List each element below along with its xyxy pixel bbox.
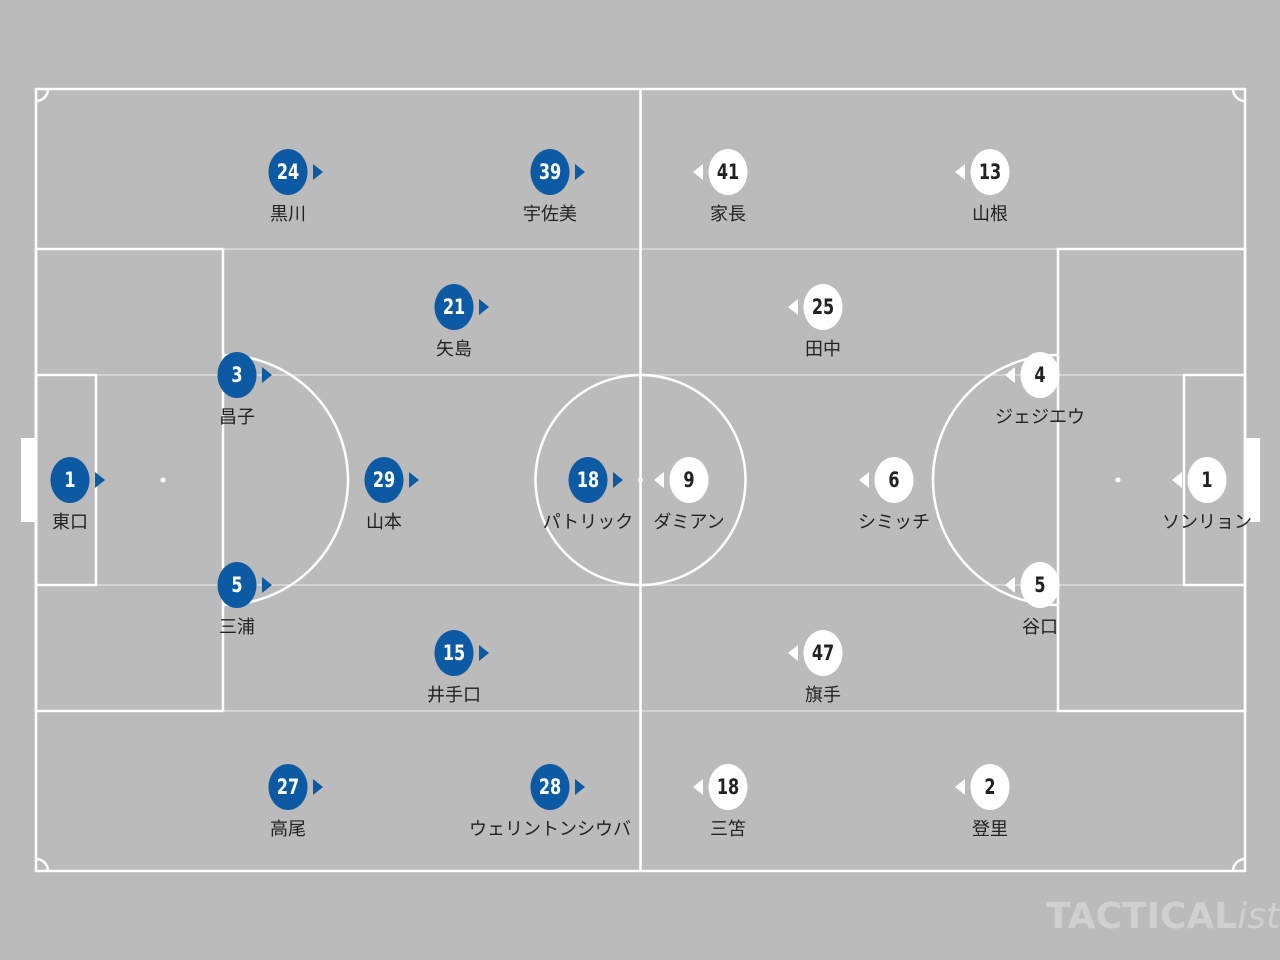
corner-arc-tr bbox=[1231, 88, 1246, 103]
player-name: 山根 bbox=[972, 204, 1008, 225]
direction-arrow-icon bbox=[654, 472, 664, 488]
player-number: 5 bbox=[217, 562, 257, 608]
left-goal bbox=[21, 438, 35, 522]
player-name: ウェリントンシウバ bbox=[469, 819, 631, 840]
player-number: 18 bbox=[568, 457, 608, 503]
player-number: 29 bbox=[364, 457, 404, 503]
direction-arrow-icon bbox=[788, 299, 798, 315]
direction-arrow-icon bbox=[788, 645, 798, 661]
player-number: 13 bbox=[970, 149, 1010, 195]
direction-arrow-icon bbox=[262, 367, 272, 383]
player-name: 井手口 bbox=[427, 685, 481, 706]
center-circle bbox=[534, 373, 747, 587]
player-number: 24 bbox=[268, 149, 308, 195]
pitch-marks bbox=[21, 438, 1260, 522]
direction-arrow-icon bbox=[313, 779, 323, 795]
player-name: 家長 bbox=[710, 204, 746, 225]
direction-arrow-icon bbox=[313, 164, 323, 180]
player-name: 矢島 bbox=[436, 339, 472, 360]
player-number: 21 bbox=[434, 284, 474, 330]
player-number: 41 bbox=[708, 149, 748, 195]
direction-arrow-icon bbox=[1005, 577, 1015, 593]
player-name: 宇佐美 bbox=[523, 204, 577, 225]
player-number: 47 bbox=[803, 630, 843, 676]
center-spot bbox=[638, 477, 643, 483]
watermark: TACTICALista bbox=[1046, 896, 1280, 937]
direction-arrow-icon bbox=[479, 645, 489, 661]
player-number: 28 bbox=[530, 764, 570, 810]
player-number: 25 bbox=[803, 284, 843, 330]
player-number: 1 bbox=[1187, 457, 1227, 503]
direction-arrow-icon bbox=[859, 472, 869, 488]
player-number: 4 bbox=[1020, 352, 1060, 398]
player-name: 登里 bbox=[972, 819, 1008, 840]
player-number: 5 bbox=[1020, 562, 1060, 608]
player-name: 黒川 bbox=[270, 204, 306, 225]
player-name: 山本 bbox=[366, 512, 402, 533]
corner-arc-br bbox=[1231, 857, 1246, 872]
corner-arc-tl bbox=[35, 88, 50, 103]
right-penalty-arc bbox=[931, 353, 1059, 607]
player-name: 旗手 bbox=[805, 685, 841, 706]
direction-arrow-icon bbox=[409, 472, 419, 488]
player-name: 高尾 bbox=[270, 819, 306, 840]
player-name: 田中 bbox=[805, 339, 841, 360]
corner-arc-bl bbox=[35, 857, 50, 872]
left-penalty-arc bbox=[222, 353, 350, 607]
player-number: 39 bbox=[530, 149, 570, 195]
player-number: 3 bbox=[217, 352, 257, 398]
right-goal-area bbox=[1182, 373, 1247, 587]
direction-arrow-icon bbox=[955, 164, 965, 180]
player-name: 谷口 bbox=[1022, 617, 1058, 638]
player-name: 三笘 bbox=[710, 819, 746, 840]
direction-arrow-icon bbox=[1172, 472, 1182, 488]
player-name: 三浦 bbox=[219, 617, 255, 638]
player-number: 1 bbox=[50, 457, 90, 503]
left-penalty-spot bbox=[160, 477, 166, 483]
direction-arrow-icon bbox=[479, 299, 489, 315]
direction-arrow-icon bbox=[693, 779, 703, 795]
player-name: パトリック bbox=[542, 512, 634, 533]
direction-arrow-icon bbox=[575, 164, 585, 180]
player-number: 15 bbox=[434, 630, 474, 676]
direction-arrow-icon bbox=[955, 779, 965, 795]
player-number: 18 bbox=[708, 764, 748, 810]
direction-arrow-icon bbox=[575, 779, 585, 795]
direction-arrow-icon bbox=[95, 472, 105, 488]
direction-arrow-icon bbox=[693, 164, 703, 180]
direction-arrow-icon bbox=[262, 577, 272, 593]
direction-arrow-icon bbox=[1005, 367, 1015, 383]
player-name: ジェジエウ bbox=[995, 407, 1085, 428]
player-name: 昌子 bbox=[219, 407, 255, 428]
player-number: 6 bbox=[874, 457, 914, 503]
right-penalty-spot bbox=[1115, 477, 1121, 483]
right-goal bbox=[1246, 438, 1260, 522]
player-number: 2 bbox=[970, 764, 1010, 810]
player-number: 9 bbox=[669, 457, 709, 503]
player-number: 27 bbox=[268, 764, 308, 810]
player-name: ダミアン bbox=[653, 512, 725, 533]
direction-arrow-icon bbox=[613, 472, 623, 488]
pitch-lines bbox=[34, 87, 1247, 873]
player-name: 東口 bbox=[52, 512, 88, 533]
player-name: シミッチ bbox=[858, 512, 930, 533]
player-name: ソンリョン bbox=[1162, 512, 1252, 533]
